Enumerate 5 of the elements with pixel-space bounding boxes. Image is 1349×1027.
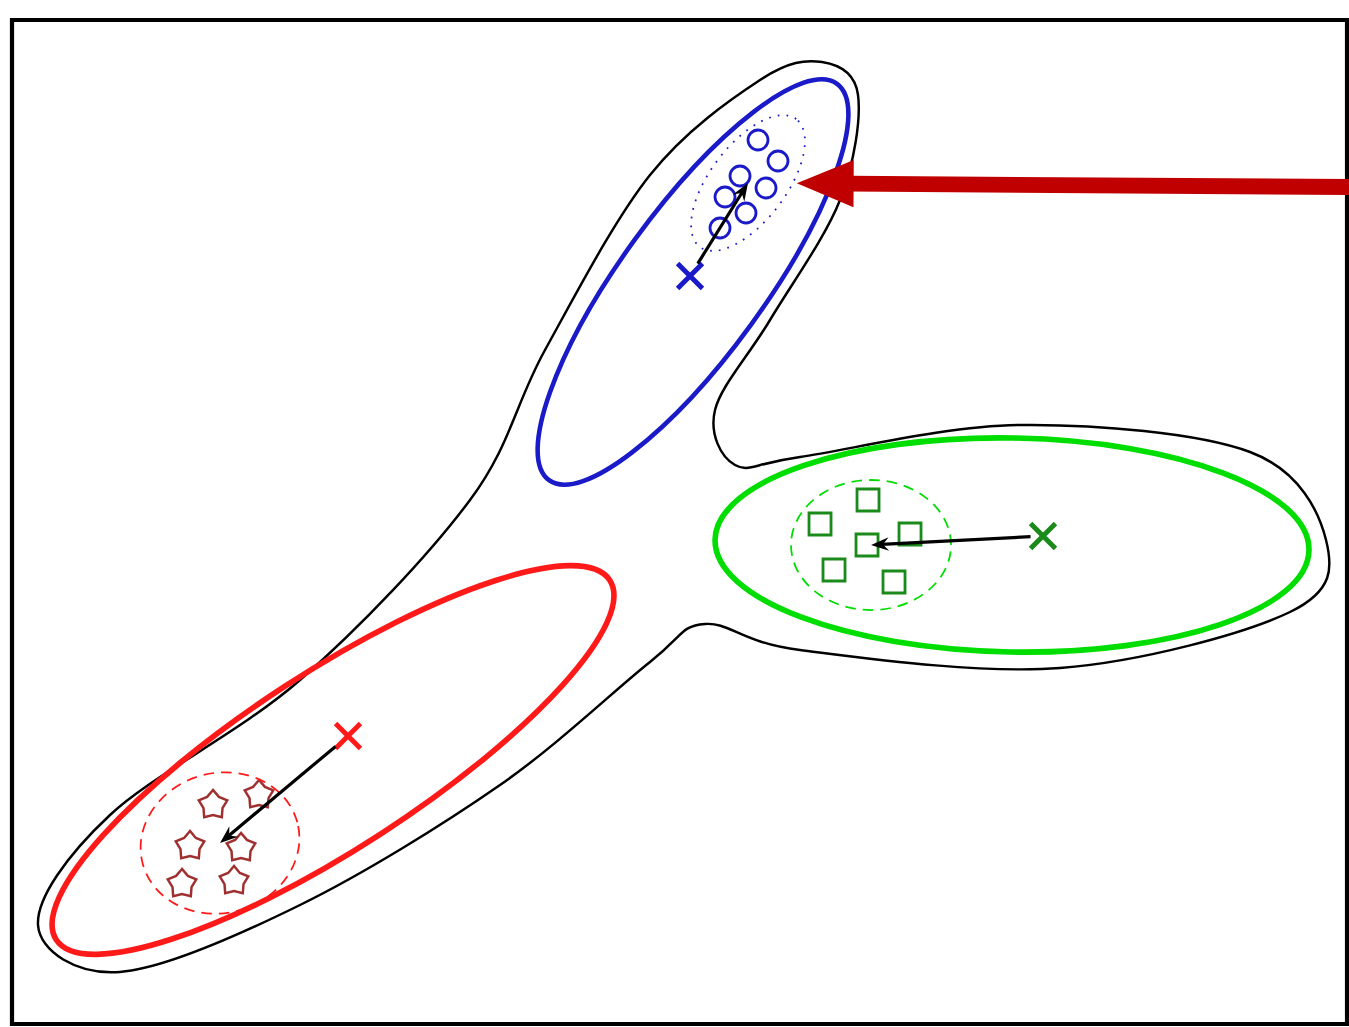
cross-mark	[1028, 521, 1058, 551]
dotted-ellipse	[139, 771, 301, 915]
dotted-ellipse	[790, 479, 952, 611]
cross-mark	[333, 721, 363, 751]
cross-mark	[675, 261, 705, 291]
